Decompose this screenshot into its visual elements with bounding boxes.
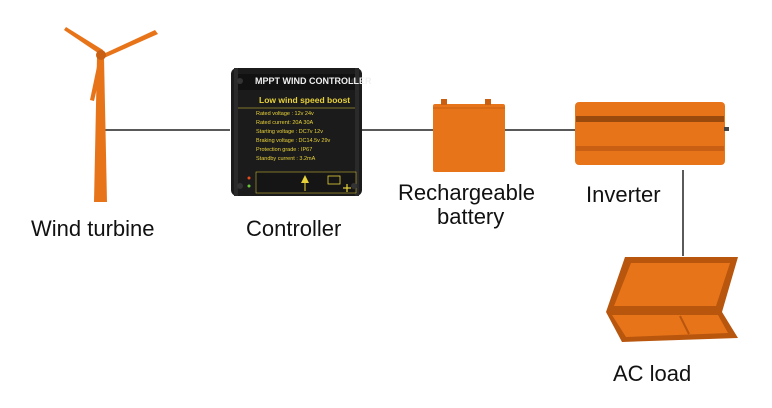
inverter-label: Inverter	[586, 182, 661, 207]
controller-panel-title: MPPT WIND CONTROLLER	[255, 76, 372, 86]
ac-load-label: AC load	[613, 361, 692, 386]
battery-label-line1: Rechargeable	[398, 180, 535, 205]
controller-spec-5: Protection grade : IP67	[256, 147, 313, 153]
battery-label-line2: battery	[437, 204, 505, 229]
controller-spec-4: Braking voltage : DC14.5v 29v	[256, 138, 331, 144]
controller-spec-2: Rated current: 20A 30A	[256, 120, 314, 126]
controller-spec-1: Rated voltage : 12v 24v	[256, 111, 314, 117]
controller-spec-3: Starting voltage : DC7v 12v	[256, 129, 323, 135]
wind-turbine-label: Wind turbine	[31, 216, 155, 241]
controller-subtitle: Low wind speed boost	[259, 95, 351, 105]
controller-spec-6: Standby current : 3.2mA	[256, 156, 316, 162]
controller-label: Controller	[246, 216, 342, 241]
